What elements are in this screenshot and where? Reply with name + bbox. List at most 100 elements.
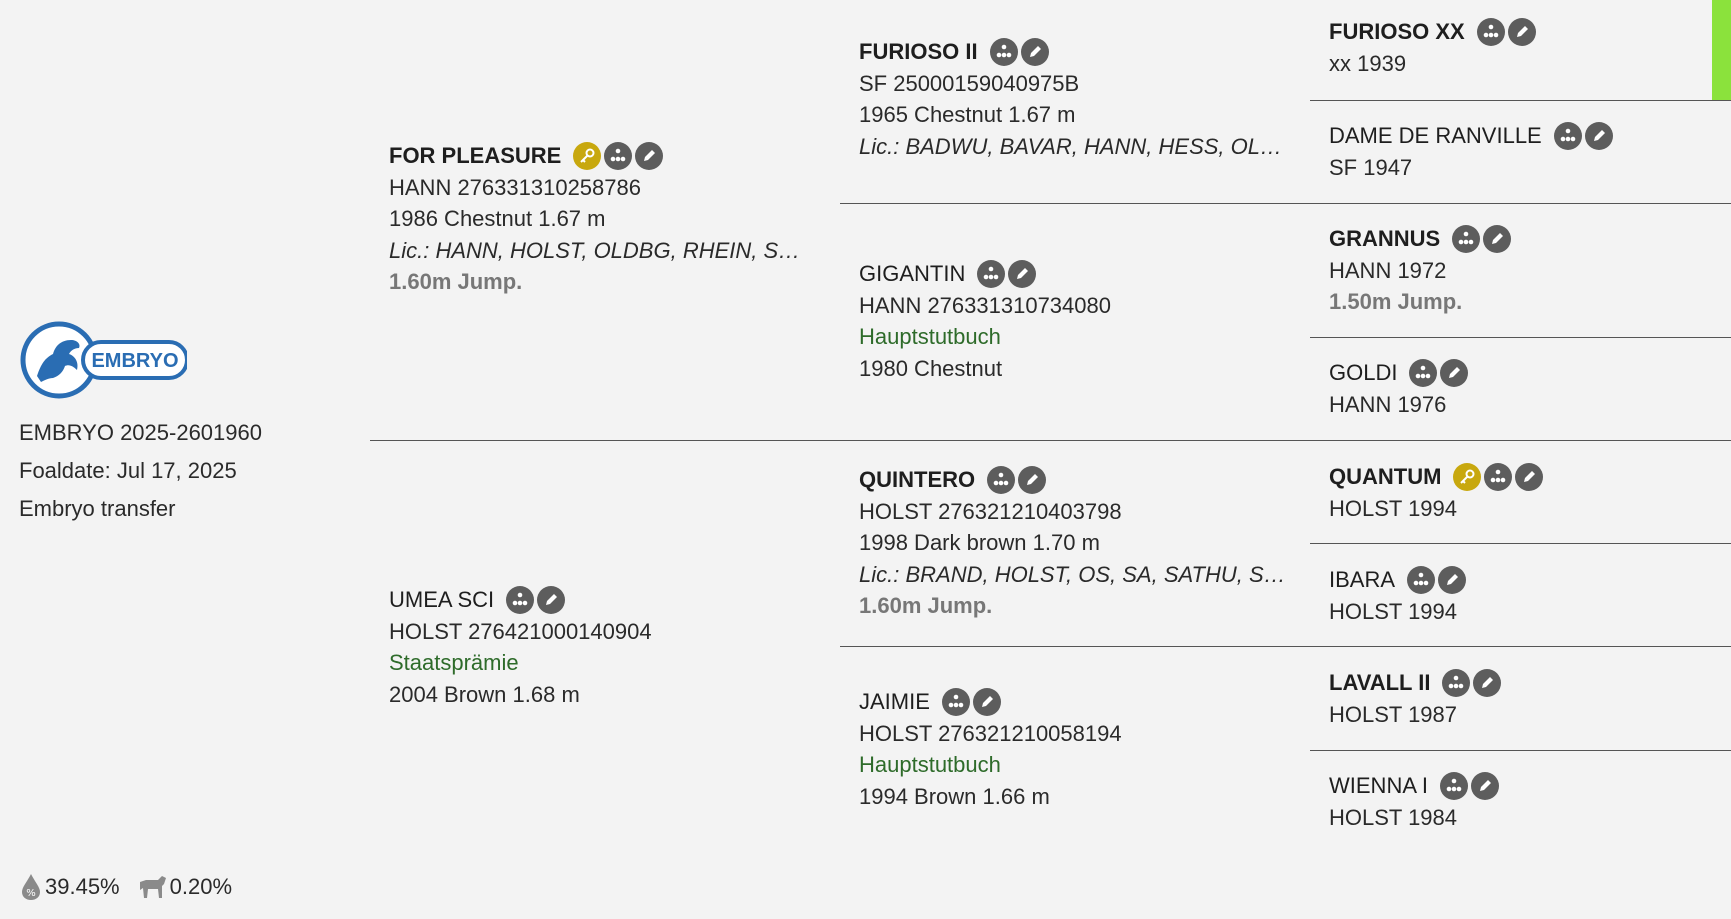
pencil-icon[interactable] xyxy=(1018,465,1047,494)
subject-panel: EMBRYO EMBRYO 2025-2601960 Foaldate: Jul… xyxy=(19,320,339,528)
horse-name[interactable]: QUINTERO xyxy=(859,467,976,492)
horse-sire: FOR PLEASURE HANN 276331310258786 1986 C… xyxy=(389,140,809,298)
horse-name[interactable]: LAVALL II xyxy=(1329,670,1431,695)
horse-sire-sire: FURIOSO II SF 25000159040975B 1965 Chest… xyxy=(859,36,1289,162)
pencil-icon[interactable] xyxy=(1438,565,1467,594)
horse-licenses: Lic.: BADWU, BAVAR, HANN, HESS, OLDBG, R… xyxy=(859,133,1289,159)
horse-name[interactable]: QUANTUM xyxy=(1329,464,1442,489)
horse-licenses: Lic.: HANN, HOLST, OLDBG, RHEIN, SBS, SF… xyxy=(389,237,809,263)
horse-reg: HOLST 276421000140904 xyxy=(389,618,652,644)
horse-info: HOLST 1994 xyxy=(1329,495,1458,521)
pencil-icon[interactable] xyxy=(1584,121,1613,150)
horse-info: 1965 Chestnut 1.67 m xyxy=(859,102,1076,127)
horse-info: HANN 1972 xyxy=(1329,257,1447,283)
horse-performance: 1.60m Jump. xyxy=(389,269,523,294)
horse-info: HOLST 1994 xyxy=(1329,598,1458,624)
pencil-icon[interactable] xyxy=(1473,668,1502,697)
pedigree-icon[interactable] xyxy=(1407,565,1436,594)
horse-title: Hauptstutbuch xyxy=(859,324,1001,349)
horse-name[interactable]: GOLDI xyxy=(1329,360,1398,385)
pedigree-icon[interactable] xyxy=(1442,668,1471,697)
pencil-icon[interactable] xyxy=(1471,771,1500,800)
horse-title: Staatsprämie xyxy=(389,650,519,675)
horse-name[interactable]: FOR PLEASURE xyxy=(389,143,562,168)
horse-info: 1998 Dark brown 1.70 m xyxy=(859,530,1100,555)
key-icon[interactable] xyxy=(1453,462,1482,491)
pedigree-icon[interactable] xyxy=(941,687,970,716)
tree-line-dam xyxy=(840,646,1731,647)
drop-percent-icon: % xyxy=(22,874,40,900)
horse-info: xx 1939 xyxy=(1329,50,1407,76)
subject-note: Embryo transfer xyxy=(19,496,176,521)
embryo-logo-text: EMBRYO xyxy=(91,350,178,372)
pedigree-icon[interactable] xyxy=(977,259,1006,288)
horse-dam-dam: JAIMIE HOLST 276321210058194 Hauptstutbu… xyxy=(859,686,1289,812)
horse-licenses: Lic.: BRAND, HOLST, OS, SA, SATHU, SF, Z… xyxy=(859,561,1289,587)
pencil-icon[interactable] xyxy=(972,687,1001,716)
horse-info: HOLST 1984 xyxy=(1329,804,1458,830)
horse-name[interactable]: WIENNA I xyxy=(1329,773,1429,798)
tree-line-main xyxy=(370,440,1731,441)
horse-info: HANN 1976 xyxy=(1329,391,1447,417)
horse-ddd: WIENNA I HOLST 1984 xyxy=(1329,770,1709,833)
pencil-icon[interactable] xyxy=(537,585,566,614)
horse-sds: GRANNUS HANN 1972 1.50m Jump. xyxy=(1329,223,1709,318)
pencil-icon[interactable] xyxy=(1483,224,1512,253)
pencil-icon[interactable] xyxy=(635,141,664,170)
horse-name[interactable]: JAIMIE xyxy=(859,689,930,714)
pencil-icon[interactable] xyxy=(1440,358,1469,387)
horse-ssd: DAME DE RANVILLE SF 1947 xyxy=(1329,120,1709,183)
horse-name[interactable]: IBARA xyxy=(1329,567,1396,592)
horse-reg: HOLST 276321210058194 xyxy=(859,720,1122,746)
pedigree-icon[interactable] xyxy=(604,141,633,170)
horse-performance: 1.60m Jump. xyxy=(859,593,993,618)
tree-line-ds xyxy=(1310,543,1731,544)
horse-dsd: IBARA HOLST 1994 xyxy=(1329,564,1709,627)
key-icon[interactable] xyxy=(573,141,602,170)
pedigree-icon[interactable] xyxy=(1409,358,1438,387)
horse-sss: FURIOSO XX xx 1939 xyxy=(1329,16,1709,79)
pedigree-icon[interactable] xyxy=(1553,121,1582,150)
pedigree-icon[interactable] xyxy=(989,37,1018,66)
tree-line-dd xyxy=(1310,750,1731,751)
horse-reg: SF 25000159040975B xyxy=(859,70,1080,96)
horse-title: Hauptstutbuch xyxy=(859,752,1001,777)
second-stat-value: 0.20% xyxy=(169,874,233,899)
horse-reg: HOLST 276321210403798 xyxy=(859,498,1122,524)
horse-dam-sire: QUINTERO HOLST 276321210403798 1998 Dark… xyxy=(859,464,1289,622)
tree-line-sire xyxy=(840,203,1731,204)
horse-name[interactable]: GRANNUS xyxy=(1329,226,1441,251)
horse-name[interactable]: FURIOSO XX xyxy=(1329,19,1465,44)
pedigree-icon[interactable] xyxy=(1452,224,1481,253)
horse-name[interactable]: GIGANTIN xyxy=(859,261,966,286)
pencil-icon[interactable] xyxy=(1507,17,1536,46)
tree-line-sd xyxy=(1310,337,1731,338)
pedigree-icon[interactable] xyxy=(1440,771,1469,800)
svg-text:%: % xyxy=(26,888,36,899)
pedigree-icon[interactable] xyxy=(1476,17,1505,46)
horse-info: HOLST 1987 xyxy=(1329,701,1458,727)
horse-dam: UMEA SCI HOLST 276421000140904 Staatsprä… xyxy=(389,584,809,710)
horse-sdd: GOLDI HANN 1976 xyxy=(1329,357,1709,420)
pencil-icon[interactable] xyxy=(1515,462,1544,491)
horse-info: 2004 Brown 1.68 m xyxy=(389,681,580,707)
horse-name[interactable]: DAME DE RANVILLE xyxy=(1329,123,1542,148)
pedigree-icon[interactable] xyxy=(987,465,1016,494)
subject-foaldate: Foaldate: Jul 17, 2025 xyxy=(19,458,237,483)
horse-info: SF 1947 xyxy=(1329,154,1413,180)
pedigree-icon[interactable] xyxy=(506,585,535,614)
pencil-icon[interactable] xyxy=(1020,37,1049,66)
pencil-icon[interactable] xyxy=(1008,259,1037,288)
pedigree-icon[interactable] xyxy=(1484,462,1513,491)
status-bar xyxy=(1712,0,1731,100)
tree-line-ss xyxy=(1310,100,1731,101)
horse-dss: QUANTUM HOLST 1994 xyxy=(1329,461,1709,524)
horse-info: 1994 Brown 1.66 m xyxy=(859,783,1050,809)
horse-performance: 1.50m Jump. xyxy=(1329,289,1463,314)
horse-reg: HANN 276331310734080 xyxy=(859,292,1111,318)
horse-icon xyxy=(139,876,166,898)
horse-name[interactable]: FURIOSO II xyxy=(859,39,978,64)
horse-reg: HANN 276331310258786 xyxy=(389,174,641,200)
stats-bar: % 39.45% 0.20% xyxy=(19,870,248,904)
horse-name[interactable]: UMEA SCI xyxy=(389,587,495,612)
